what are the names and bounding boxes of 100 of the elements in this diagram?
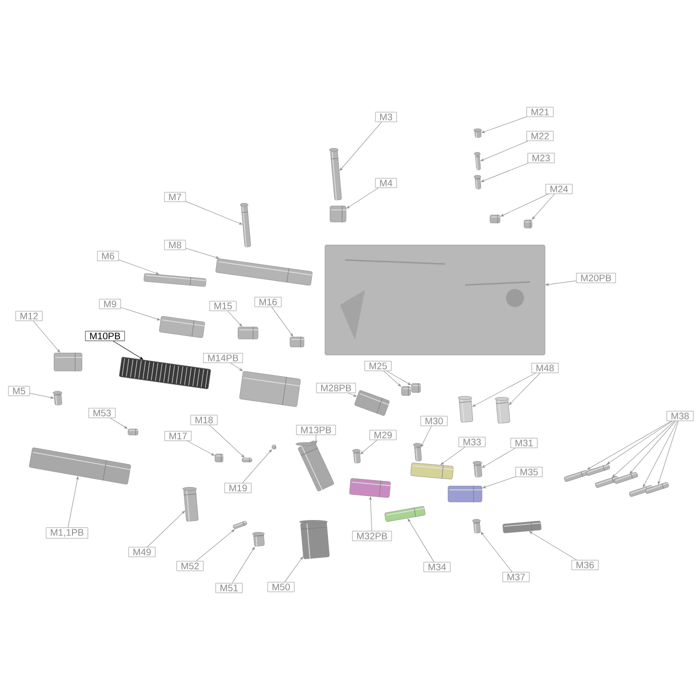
leader-line bbox=[440, 446, 466, 465]
callout-label: M12 bbox=[16, 310, 42, 321]
bolt-drawing bbox=[354, 390, 390, 416]
pin-drawing bbox=[472, 461, 482, 478]
pin-drawing bbox=[586, 464, 610, 476]
pin-drawing bbox=[474, 152, 481, 171]
knob-drawing bbox=[54, 352, 83, 372]
lever-drawing bbox=[502, 520, 542, 534]
callout-label: M50 bbox=[268, 582, 294, 592]
callout-label: M1,1PB bbox=[46, 527, 88, 539]
callout-label: M35 bbox=[516, 466, 542, 478]
callout-label: M30 bbox=[420, 416, 448, 426]
leader-line bbox=[480, 140, 528, 162]
callout-label: M5 bbox=[8, 386, 30, 396]
leader-line bbox=[314, 434, 318, 444]
leader-line bbox=[386, 370, 411, 386]
pin-drawing bbox=[232, 520, 248, 530]
callout-label: M15 bbox=[210, 300, 236, 311]
part-drawing bbox=[524, 220, 533, 228]
lever-drawing bbox=[349, 478, 391, 498]
leader-line bbox=[187, 440, 214, 456]
callout-label: M4 bbox=[375, 178, 397, 188]
pin-drawing bbox=[352, 449, 361, 464]
callout-label: M9 bbox=[99, 298, 121, 310]
cylinder-drawing bbox=[239, 371, 301, 407]
barrel-drawing bbox=[216, 258, 313, 286]
leader-line bbox=[482, 476, 516, 488]
pin-drawing bbox=[474, 175, 482, 190]
callout-label: M20PB bbox=[576, 272, 616, 284]
callout-label: M13PB bbox=[296, 424, 336, 436]
pin-drawing bbox=[564, 470, 588, 482]
callout-label: M23 bbox=[528, 152, 554, 164]
leader-line bbox=[472, 372, 536, 407]
part-drawing bbox=[272, 444, 277, 450]
leader-line bbox=[532, 194, 555, 220]
callout-label: M6 bbox=[97, 250, 119, 262]
part-drawing bbox=[290, 336, 305, 348]
part-drawing bbox=[242, 458, 253, 462]
leader-line bbox=[346, 188, 379, 209]
part-drawing bbox=[490, 214, 501, 224]
catch-drawing bbox=[299, 520, 330, 560]
leader-line bbox=[196, 529, 235, 562]
pin-drawing bbox=[614, 472, 638, 484]
callout-label: M3 bbox=[375, 112, 397, 122]
leader-line bbox=[33, 320, 60, 352]
leader-line bbox=[186, 248, 219, 259]
spring-drawing bbox=[238, 326, 259, 340]
leader-line bbox=[147, 510, 185, 548]
leader-line bbox=[420, 426, 432, 448]
leader-line bbox=[30, 392, 54, 399]
washer-drawing bbox=[401, 386, 412, 396]
callout-label: M52 bbox=[176, 560, 204, 572]
washer-drawing bbox=[411, 383, 422, 393]
callout-label: M16 bbox=[254, 296, 282, 308]
leader-line bbox=[658, 420, 679, 484]
callout-label: M22 bbox=[526, 130, 554, 141]
leader-line bbox=[630, 420, 676, 474]
leader-line bbox=[227, 310, 242, 327]
cylinder-drawing bbox=[494, 397, 510, 424]
callout-label: M28PB bbox=[316, 382, 356, 394]
bracket-drawing bbox=[410, 462, 454, 480]
cylinder-drawing bbox=[330, 206, 347, 222]
leader-line bbox=[369, 496, 372, 532]
callout-label: M8 bbox=[164, 240, 186, 250]
leader-line bbox=[529, 531, 577, 560]
leader-line bbox=[480, 532, 512, 572]
pin-drawing bbox=[329, 148, 342, 201]
part-drawing bbox=[214, 454, 224, 462]
leader-line bbox=[482, 448, 516, 468]
callout-label: M33 bbox=[458, 436, 486, 448]
part-drawing bbox=[473, 128, 482, 138]
leader-line bbox=[383, 370, 402, 387]
callout-label: M25 bbox=[364, 360, 392, 372]
callout-label: M49 bbox=[128, 546, 156, 558]
leader-line bbox=[340, 122, 382, 171]
callout-label: M29 bbox=[370, 430, 396, 440]
receiver-drawing bbox=[324, 244, 546, 356]
cylinder-drawing bbox=[159, 316, 205, 338]
lever-drawing bbox=[448, 486, 483, 502]
callout-label: M48 bbox=[532, 362, 558, 374]
callout-label: M24 bbox=[546, 184, 572, 194]
callout-label: M17 bbox=[164, 431, 192, 441]
leader-line bbox=[606, 420, 673, 464]
callout-label: M32PB bbox=[352, 530, 392, 542]
callout-label: M19 bbox=[224, 482, 252, 494]
leader-line bbox=[482, 116, 527, 133]
pin-drawing bbox=[472, 519, 481, 534]
callout-label: M7 bbox=[164, 192, 186, 202]
callout-label: M10PB bbox=[85, 330, 125, 342]
lever-drawing bbox=[384, 506, 426, 522]
leader-line bbox=[508, 372, 540, 405]
leader-line bbox=[110, 418, 128, 429]
leader-line bbox=[408, 518, 434, 562]
pin-drawing bbox=[413, 443, 422, 462]
leader-line bbox=[112, 340, 144, 360]
pin-drawing bbox=[52, 391, 62, 406]
callout-label: M31 bbox=[510, 438, 538, 448]
leader-line bbox=[68, 476, 79, 528]
callout-label: M38 bbox=[666, 410, 694, 422]
pin-drawing bbox=[182, 487, 198, 522]
